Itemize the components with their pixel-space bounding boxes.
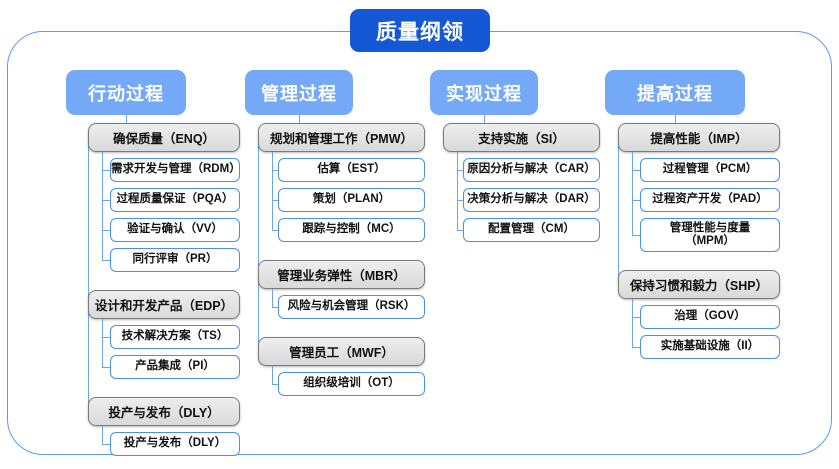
column-header-1: 行动过程 bbox=[66, 70, 186, 115]
item-connector bbox=[457, 200, 463, 202]
column-spine-2 bbox=[258, 137, 260, 352]
category-sub-spine bbox=[272, 152, 274, 230]
item-connector bbox=[102, 444, 110, 446]
item-connector bbox=[457, 170, 463, 172]
item-connector bbox=[632, 235, 640, 237]
category-sub-spine bbox=[102, 426, 104, 444]
item-connector bbox=[102, 230, 110, 232]
category-sub-spine bbox=[632, 152, 634, 235]
item-connector bbox=[102, 337, 110, 339]
category-sub-spine bbox=[632, 299, 634, 347]
item-box[interactable]: 过程资产开发（PAD） bbox=[640, 188, 780, 212]
item-box[interactable]: 治理（GOV） bbox=[640, 305, 780, 329]
item-connector bbox=[632, 200, 640, 202]
category-box[interactable]: 投产与发布（DLY） bbox=[88, 397, 240, 426]
item-box[interactable]: 过程质量保证（PQA） bbox=[110, 188, 240, 212]
item-box[interactable]: 产品集成（PI） bbox=[110, 355, 240, 379]
category-box[interactable]: 管理员工（MWF） bbox=[258, 337, 425, 366]
category-sub-spine bbox=[272, 366, 274, 384]
category-box[interactable]: 提高性能（IMP） bbox=[618, 123, 780, 152]
category-box[interactable]: 设计和开发产品（EDP） bbox=[88, 290, 240, 319]
item-connector bbox=[632, 317, 640, 319]
item-connector bbox=[272, 200, 278, 202]
item-box[interactable]: 策划（PLAN） bbox=[278, 188, 425, 212]
column-spine-1 bbox=[88, 137, 90, 412]
category-sub-spine bbox=[102, 152, 104, 260]
category-box[interactable]: 保持习惯和毅力（SHP） bbox=[618, 270, 780, 299]
category-box[interactable]: 支持实施（SI） bbox=[443, 123, 600, 152]
category-sub-spine bbox=[457, 152, 459, 230]
category-box[interactable]: 规划和管理工作（PMW） bbox=[258, 123, 425, 152]
item-box[interactable]: 投产与发布（DLY） bbox=[110, 432, 240, 456]
category-box[interactable]: 确保质量（ENQ） bbox=[88, 123, 240, 152]
item-connector bbox=[632, 170, 640, 172]
column-header-3: 实现过程 bbox=[430, 70, 538, 115]
item-box[interactable]: 同行评审（PR） bbox=[110, 248, 240, 272]
column-header-4: 提高过程 bbox=[605, 70, 745, 115]
item-box[interactable]: 技术解决方案（TS） bbox=[110, 325, 240, 349]
item-connector bbox=[102, 367, 110, 369]
item-box[interactable]: 过程管理（PCM） bbox=[640, 158, 780, 182]
item-box[interactable]: 管理性能与度量（MPM） bbox=[640, 218, 780, 252]
item-box[interactable]: 原因分析与解决（CAR） bbox=[463, 158, 600, 182]
item-connector bbox=[102, 200, 110, 202]
item-connector bbox=[102, 260, 110, 262]
item-connector bbox=[272, 384, 278, 386]
item-box[interactable]: 实施基础设施（II） bbox=[640, 335, 780, 359]
item-box[interactable]: 需求开发与管理（RDM） bbox=[110, 158, 241, 182]
category-sub-spine bbox=[272, 289, 274, 307]
item-box[interactable]: 配置管理（CM） bbox=[463, 218, 600, 242]
item-box[interactable]: 决策分析与解决（DAR） bbox=[463, 188, 600, 212]
item-connector bbox=[102, 170, 110, 172]
item-box[interactable]: 估算（EST） bbox=[278, 158, 425, 182]
category-box[interactable]: 管理业务弹性（MBR） bbox=[258, 260, 425, 289]
item-connector bbox=[272, 230, 278, 232]
column-header-2: 管理过程 bbox=[245, 70, 353, 115]
item-box[interactable]: 跟踪与控制（MC） bbox=[278, 218, 425, 242]
item-box[interactable]: 组织级培训（OT） bbox=[278, 372, 425, 396]
column-spine-4 bbox=[618, 137, 620, 285]
item-box[interactable]: 风险与机会管理（RSK） bbox=[278, 295, 425, 319]
category-sub-spine bbox=[102, 319, 104, 367]
item-connector bbox=[632, 347, 640, 349]
item-connector bbox=[272, 307, 278, 309]
diagram-title: 质量纲领 bbox=[350, 9, 490, 52]
item-connector bbox=[457, 230, 463, 232]
item-box[interactable]: 验证与确认（VV） bbox=[110, 218, 240, 242]
item-connector bbox=[272, 170, 278, 172]
